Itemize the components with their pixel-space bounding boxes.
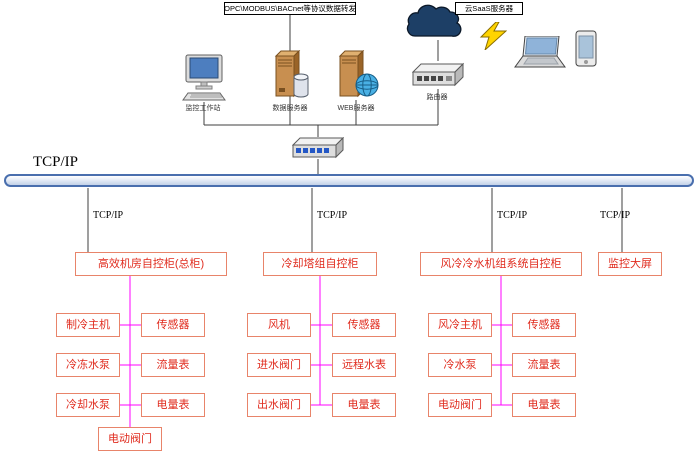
device-box: 电动阀门 [428,393,492,417]
device-box: 风机 [247,313,311,337]
device-box: 电量表 [512,393,576,417]
cabinet-air-cooled-chiller: 风冷冷水机组系统自控柜 [420,252,582,276]
bus-label: TCP/IP [33,154,79,170]
monitor-screen-box: 监控大屏 [598,252,662,276]
switch-icon [292,137,344,159]
device-box: 冷水泵 [428,353,492,377]
device-box: 冷却水泵 [56,393,120,417]
device-box: 进水阀门 [247,353,311,377]
device-box: 出水阀门 [247,393,311,417]
database-server-icon [274,50,309,98]
lightning-icon [479,22,507,50]
device-box: 风冷主机 [428,313,492,337]
device-box: 电动阀门 [98,427,162,451]
web-server-icon [338,50,379,98]
device-box: 制冷主机 [56,313,120,337]
saas-server-label-box: 云SaaS服务器 [455,2,523,15]
device-box: 传感器 [332,313,396,337]
branch2-link-label: TCP/IP [317,210,348,221]
device-box: 电量表 [332,393,396,417]
device-box: 流量表 [141,353,205,377]
workstation-icon [182,54,226,101]
protocol-label-box: OPC\MODBUS\BACnet等协议数据转发 [224,2,356,15]
phone-icon [575,30,597,67]
branch1-link-label: TCP/IP [93,210,124,221]
device-box: 电量表 [141,393,205,417]
device-box: 流量表 [512,353,576,377]
web-server-label: WEB服务器 [337,105,375,112]
router-icon [412,62,464,87]
device-box: 远程水表 [332,353,396,377]
device-box: 冷冻水泵 [56,353,120,377]
device-box: 传感器 [512,313,576,337]
cloud-icon [406,4,462,37]
data-server-label: 数据服务器 [272,105,308,112]
laptop-icon [514,36,566,68]
device-box: 传感器 [141,313,205,337]
workstation-label: 监控工作站 [185,105,221,112]
branch4-link-label: TCP/IP [600,210,631,221]
router-label: 路由器 [426,94,448,101]
cabinet-cooling-tower: 冷却塔组自控柜 [263,252,377,276]
branch3-link-label: TCP/IP [497,210,528,221]
tcpip-bus [4,174,694,187]
cabinet-main-plant: 高效机房自控柜(总柜) [75,252,227,276]
